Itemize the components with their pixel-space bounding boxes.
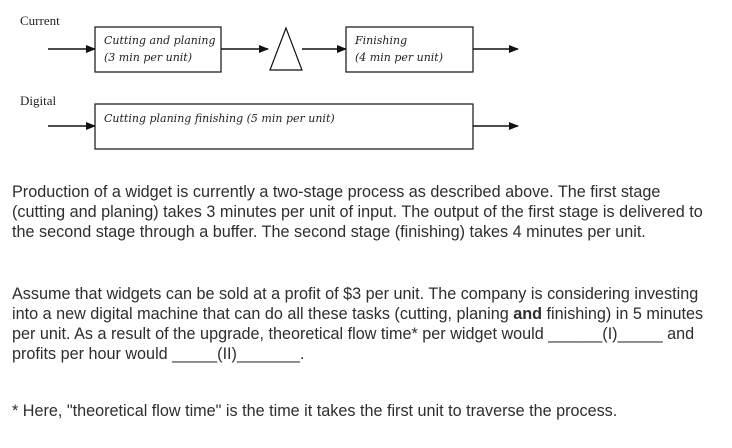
stage2-time: (4 min per unit) — [355, 51, 443, 64]
paragraph-2-bold: and — [513, 305, 542, 323]
stage1-time: (3 min per unit) — [104, 51, 192, 64]
stage2-title: Finishing — [354, 34, 407, 47]
paragraph-2-end: finishing) in 5 minutes per unit. As a r… — [12, 305, 704, 363]
current-label: Current — [20, 13, 60, 28]
digital-box — [94, 103, 474, 150]
stage2-box — [345, 26, 474, 73]
digital-label: Digital — [20, 93, 56, 108]
digital-box-text: Cutting planing finishing (5 min per uni… — [104, 112, 335, 125]
stage1-title: Cutting and planing — [104, 34, 216, 47]
buffer-triangle — [269, 26, 303, 71]
problem-paragraph-1: Production of a widget is currently a tw… — [12, 182, 712, 242]
paragraph-1-text: Production of a widget is currently a tw… — [12, 183, 703, 241]
paragraph-2-start: Assume that widgets can be sold at a pro… — [12, 285, 699, 323]
problem-paragraph-2: Assume that widgets can be sold at a pro… — [12, 284, 712, 364]
footnote: * Here, "theoretical flow time" is the t… — [12, 401, 712, 421]
process-diagram: Current Cutting and planing (3 min per u… — [20, 13, 519, 150]
footnote-text: * Here, "theoretical flow time" is the t… — [12, 402, 618, 420]
